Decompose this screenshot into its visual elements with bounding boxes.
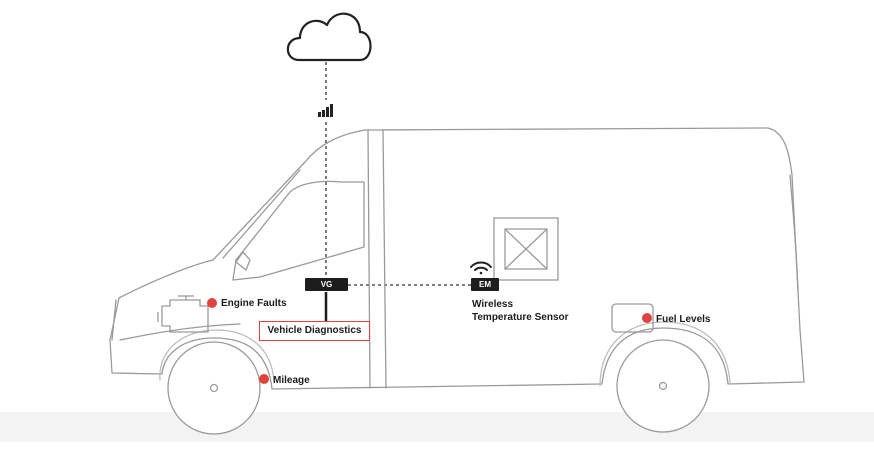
mileage-marker (259, 374, 269, 384)
connection-lines (325, 62, 471, 286)
cellular-signal-icon (318, 104, 333, 117)
van-outline (109, 127, 805, 390)
em-device-tag: EM (471, 278, 499, 291)
mileage-label: Mileage (273, 375, 310, 386)
sensor-label-line2: Temperature Sensor (472, 312, 569, 323)
fuel-levels-label: Fuel Levels (656, 314, 711, 325)
engine-faults-label: Engine Faults (221, 298, 287, 309)
cargo-box-icon (493, 217, 559, 281)
vg-device-tag: VG (305, 278, 348, 291)
sensor-label-line1: Wireless (472, 299, 514, 310)
rear-wheel (616, 339, 710, 433)
engine-faults-marker (207, 298, 217, 308)
wifi-icon (470, 261, 492, 275)
ground (0, 412, 874, 442)
fuel-cap (611, 303, 654, 333)
cloud-icon (286, 12, 372, 62)
vehicle-diagnostics-box: Vehicle Diagnostics (259, 321, 370, 341)
front-wheel (167, 341, 261, 435)
fuel-levels-marker (642, 313, 652, 323)
